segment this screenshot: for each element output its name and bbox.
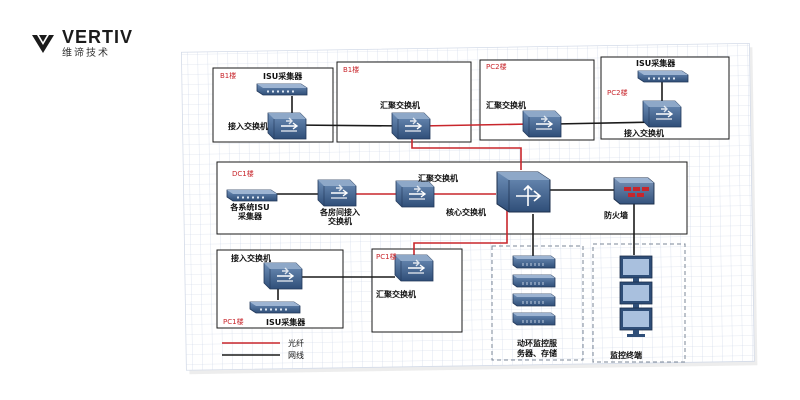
- room-label-pc1-left: PC1楼: [223, 317, 244, 326]
- pc1-isu-collector: [249, 301, 301, 314]
- label-pc1-access-switch: 接入交换机: [231, 253, 271, 263]
- label-servers-line2: 务器、存储: [517, 348, 557, 358]
- zone-terminals: [592, 243, 686, 363]
- pc1-agg-switch-icon: [394, 254, 434, 282]
- server-2: [512, 274, 556, 288]
- agg-switch-b1-icon: [391, 112, 431, 140]
- room-label-pc2-mid: PC2楼: [486, 62, 507, 71]
- server-1: [512, 255, 556, 269]
- brand-subtitle: 维谛技术: [62, 48, 110, 59]
- label-firewall: 防火墙: [604, 210, 628, 220]
- legend-network-label: 网线: [288, 350, 304, 360]
- firewall-icon: [613, 177, 655, 205]
- label-agg-switch-pc2: 汇聚交换机: [486, 100, 526, 110]
- fiber-b1-to-pc2: [419, 123, 531, 127]
- label-terminals: 监控终端: [610, 350, 642, 360]
- label-dc1-access: 各房间接入交换机: [319, 207, 360, 226]
- server-3: [512, 293, 556, 307]
- dc1-agg-switch-icon: [395, 180, 435, 208]
- room-label-b1-left: B1楼: [220, 71, 236, 80]
- dc1-isu-collector: [226, 189, 278, 202]
- label-access-switch-top-left: 接入交换机: [228, 121, 268, 131]
- isu-collector-top-left: [256, 83, 308, 96]
- agg-switch-pc2-icon: [522, 110, 562, 138]
- label-dc1-access-line1: 各房间接入: [319, 207, 360, 217]
- link-core-to-pc1: [413, 210, 508, 260]
- fiber-b1-down: [411, 138, 522, 170]
- label-access-switch-top-right: 接入交换机: [624, 128, 664, 138]
- room-label-dc1: DC1楼: [232, 169, 254, 178]
- label-dc1-access-line2: 交换机: [328, 216, 352, 226]
- label-servers-line1: 动环监控服: [517, 338, 558, 348]
- label-pc1-isu-collector: ISU采集器: [266, 317, 306, 327]
- room-label-pc2-right: PC2楼: [607, 88, 628, 97]
- label-servers: 动环监控服务器、存储: [517, 338, 558, 358]
- label-agg-switch-b1: 汇聚交换机: [380, 100, 420, 110]
- label-dc1-isu-line1: 各系统ISU: [229, 202, 269, 212]
- label-core-switch: 核心交换机: [446, 207, 486, 217]
- legend-fiber-label: 光纤: [288, 338, 304, 348]
- legend: 光纤 网线: [222, 338, 304, 360]
- vertiv-logo-icon: [32, 34, 54, 53]
- label-isu-collector-top-left: ISU采集器: [263, 71, 303, 81]
- label-pc1-agg-switch: 汇聚交换机: [376, 289, 416, 299]
- core-switch-icon: [496, 171, 551, 213]
- pc1-access-switch-icon: [263, 262, 303, 290]
- label-isu-collector-top-right: ISU采集器: [636, 58, 676, 68]
- link-top-access-to-b1-agg: [291, 124, 411, 127]
- room-label-pc1-mid: PC1楼: [376, 252, 397, 261]
- access-switch-top-left-icon: [267, 112, 307, 140]
- room-label-b1-mid: B1楼: [343, 65, 359, 74]
- server-4: [512, 312, 556, 326]
- label-dc1-isu-line2: 采集器: [237, 211, 263, 221]
- room-dc1: [216, 161, 688, 235]
- brand-name: VERTIV: [62, 27, 134, 47]
- access-switch-top-right-icon: [642, 100, 682, 128]
- isu-collector-top-right: [637, 70, 689, 83]
- vertiv-logo: VERTIV 维谛技术: [30, 28, 133, 59]
- link-pc2-to-right-access: [554, 121, 661, 125]
- zone-servers: [491, 245, 584, 361]
- dc1-room-access-switch-icon: [317, 179, 357, 207]
- label-dc1-agg-switch: 汇聚交换机: [418, 173, 458, 183]
